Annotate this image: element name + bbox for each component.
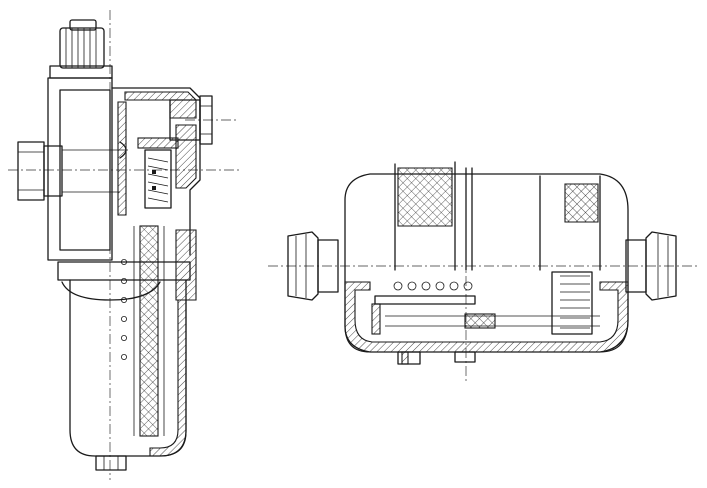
upper-housing <box>47 77 213 261</box>
left-end-fitting <box>287 231 339 301</box>
inlet-port <box>17 141 128 201</box>
mid-collar <box>57 229 197 301</box>
vertical-filter-view <box>8 10 240 480</box>
bypass-valve-spring <box>137 137 179 209</box>
right-texture-band <box>564 183 599 223</box>
filter-element-mesh <box>139 225 159 437</box>
lower-section <box>344 271 629 365</box>
cylinder-body <box>344 161 629 353</box>
right-end-fitting <box>625 231 677 301</box>
perforation-holes <box>121 258 128 360</box>
top-knob <box>49 19 113 79</box>
compression-spring <box>393 281 473 291</box>
left-texture-band <box>397 167 453 227</box>
pleated-element <box>385 271 600 335</box>
filter-bowl <box>69 225 187 471</box>
horizontal-filter-view <box>268 161 700 382</box>
